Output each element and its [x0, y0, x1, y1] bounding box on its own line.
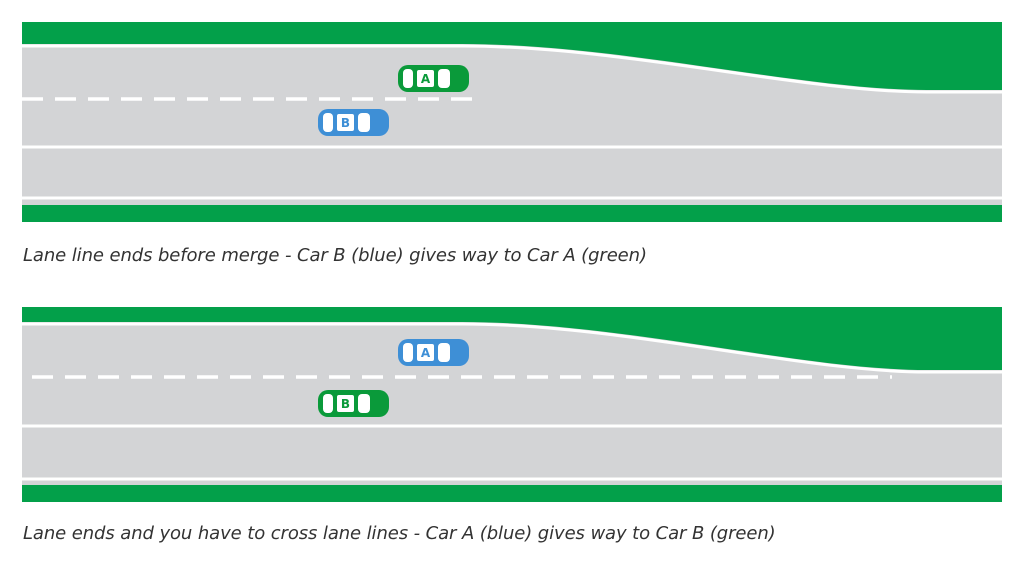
top-verge: [22, 307, 1002, 370]
car-windscreen: [358, 394, 370, 413]
car-rear-window: [403, 343, 413, 362]
car-b: B: [318, 390, 389, 417]
car-letter-label: A: [421, 72, 431, 86]
diagram-caption: Lane ends and you have to cross lane lin…: [23, 523, 776, 544]
car-rear-window: [323, 394, 333, 413]
road-edge-line: [22, 322, 1002, 374]
merge-diagram-2: A B: [22, 307, 1002, 507]
car-letter-label: B: [341, 116, 350, 130]
car-roof-label: [337, 114, 354, 131]
diagram-caption: Lane line ends before merge - Car B (blu…: [23, 245, 647, 266]
car-windscreen: [438, 69, 450, 88]
car-b: B: [318, 109, 389, 136]
car-rear-window: [323, 113, 333, 132]
car-a: A: [398, 339, 469, 366]
road-illustration: A B: [22, 307, 1002, 502]
top-verge: [22, 22, 1002, 90]
car-letter-label: A: [421, 346, 431, 360]
car-rear-window: [403, 69, 413, 88]
car-letter-label: B: [341, 397, 350, 411]
bottom-verge: [22, 205, 1002, 222]
car-roof-label: [337, 395, 354, 412]
car-windscreen: [358, 113, 370, 132]
road-illustration: A B: [22, 22, 1002, 222]
road-edge-line: [22, 44, 1002, 94]
car-a: A: [398, 65, 469, 92]
car-windscreen: [438, 343, 450, 362]
bottom-verge: [22, 485, 1002, 502]
car-roof-label: [417, 70, 434, 87]
merge-diagram-1: A B: [22, 22, 1002, 222]
car-roof-label: [417, 344, 434, 361]
